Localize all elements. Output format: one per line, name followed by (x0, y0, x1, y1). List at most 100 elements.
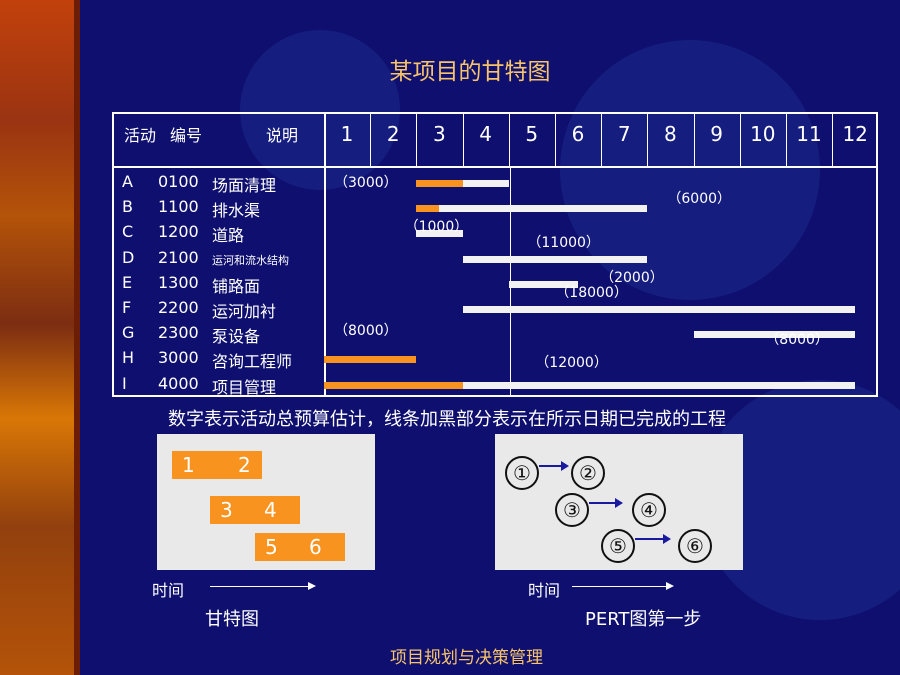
activity-desc: 项目管理 (212, 377, 277, 397)
activity-bar (462, 306, 856, 313)
budget-label: （3000） (334, 175, 398, 191)
activity-code: 4000 (158, 373, 199, 393)
activity-code: 2100 (158, 247, 199, 267)
month-header: 7 (617, 122, 631, 146)
decorative-left-bar (0, 0, 80, 675)
status-date-line (510, 166, 511, 395)
activity-letter: I (122, 373, 127, 393)
gantt-example-box: 5 6 (255, 533, 345, 561)
activity-desc: 道路 (212, 226, 245, 246)
budget-label: （11000） (527, 234, 600, 251)
month-header: 10 (750, 122, 776, 146)
activity-desc: 泵设备 (212, 327, 261, 347)
pert-node: ⑥ (678, 529, 712, 563)
slide-footer: 项目规划与决策管理 (390, 648, 543, 668)
completed-bar (324, 381, 463, 389)
header-activity: 活动 (124, 126, 157, 145)
activity-letter: F (122, 298, 132, 317)
pert-example-panel: ① ② ③ ④ ⑤ ⑥ (495, 434, 743, 570)
activity-bar (416, 205, 648, 213)
activity-row: C 1200 道路 (122, 222, 322, 245)
activity-row: B 1100 排水渠 (122, 197, 322, 220)
month-divider (786, 114, 787, 166)
activity-code: 1100 (158, 197, 199, 217)
month-divider (370, 114, 372, 166)
month-divider (601, 114, 603, 166)
activity-letter: E (122, 272, 133, 292)
activity-letter: A (122, 172, 133, 191)
gantt-example-box: 1 2 (172, 451, 262, 479)
pert-node: ② (571, 456, 605, 490)
month-header: 2 (386, 122, 400, 146)
header-description: 说明 (266, 126, 299, 145)
completed-bar (416, 205, 440, 213)
activity-desc: 咨询工程师 (212, 352, 293, 372)
gantt-time-label: 时间 (152, 581, 185, 600)
budget-label: （18000） (555, 285, 628, 301)
activity-bar (462, 255, 648, 263)
time-arrow-icon (572, 582, 674, 590)
budget-label: （12000） (535, 354, 608, 371)
activity-row: H 3000 咨询工程师 (122, 348, 322, 371)
budget-label: （2000） (600, 269, 664, 286)
pert-node: ⑤ (601, 529, 635, 563)
pert-caption: PERT图第一步 (585, 609, 702, 630)
header-divider (114, 166, 876, 168)
gantt-example-box: 3 4 (210, 496, 300, 524)
month-header: 1 (340, 122, 354, 146)
pert-arrow-icon (635, 534, 671, 544)
month-divider (462, 114, 464, 166)
activity-letter: C (122, 222, 134, 242)
activity-row: E 1300 铺路面 (122, 272, 322, 296)
activity-row: A 0100 场面清理 (122, 172, 322, 195)
activity-code: 1200 (158, 222, 199, 242)
header-number: 编号 (170, 126, 203, 145)
month-header: 3 (433, 122, 446, 146)
activity-desc: 运河和流水结构 (212, 253, 289, 267)
activity-code: 3000 (158, 348, 199, 368)
budget-label: （6000） (667, 191, 732, 208)
completed-bar (324, 356, 417, 364)
column-divider (324, 114, 326, 395)
activity-row: F 2200 运河加衬 (122, 298, 322, 321)
pert-time-label: 时间 (528, 581, 561, 600)
month-divider (416, 114, 418, 166)
activity-letter: B (122, 197, 133, 217)
activity-desc: 排水渠 (212, 201, 261, 221)
activity-bar (416, 230, 463, 238)
legend-note: 数字表示活动总预算估计，线条加黑部分表示在所示日期已完成的工程 (168, 409, 726, 430)
activity-desc: 场面清理 (212, 176, 277, 195)
pert-arrow-icon (589, 498, 623, 508)
month-header: 12 (842, 122, 868, 146)
activity-bar (324, 381, 856, 389)
box-start: 5 (265, 535, 278, 559)
activity-code: 1300 (158, 272, 199, 292)
month-divider (508, 114, 510, 166)
pert-node: ④ (632, 493, 666, 527)
slide-title: 某项目的甘特图 (389, 59, 551, 85)
activity-code: 0100 (158, 172, 199, 191)
box-start: 1 (182, 453, 195, 477)
activity-bar (416, 180, 509, 187)
box-start: 3 (220, 498, 233, 522)
completed-bar (416, 180, 463, 187)
activity-desc: 铺路面 (212, 276, 261, 296)
activity-desc: 运河加衬 (212, 302, 277, 321)
budget-label: （1000） (404, 219, 469, 236)
month-divider (832, 114, 834, 166)
box-end: 4 (264, 498, 277, 522)
month-header: 5 (525, 122, 539, 146)
pert-node: ① (505, 456, 539, 490)
activity-code: 2200 (158, 298, 199, 317)
activity-letter: G (122, 323, 135, 343)
month-divider (647, 114, 649, 166)
month-header: 4 (479, 122, 492, 146)
budget-label: （8000） (765, 332, 829, 349)
pert-node: ③ (555, 493, 589, 527)
budget-label: （8000） (334, 323, 398, 340)
month-header: 9 (710, 122, 723, 146)
activity-row: I 4000 项目管理 (122, 373, 322, 397)
activity-letter: H (122, 348, 135, 368)
